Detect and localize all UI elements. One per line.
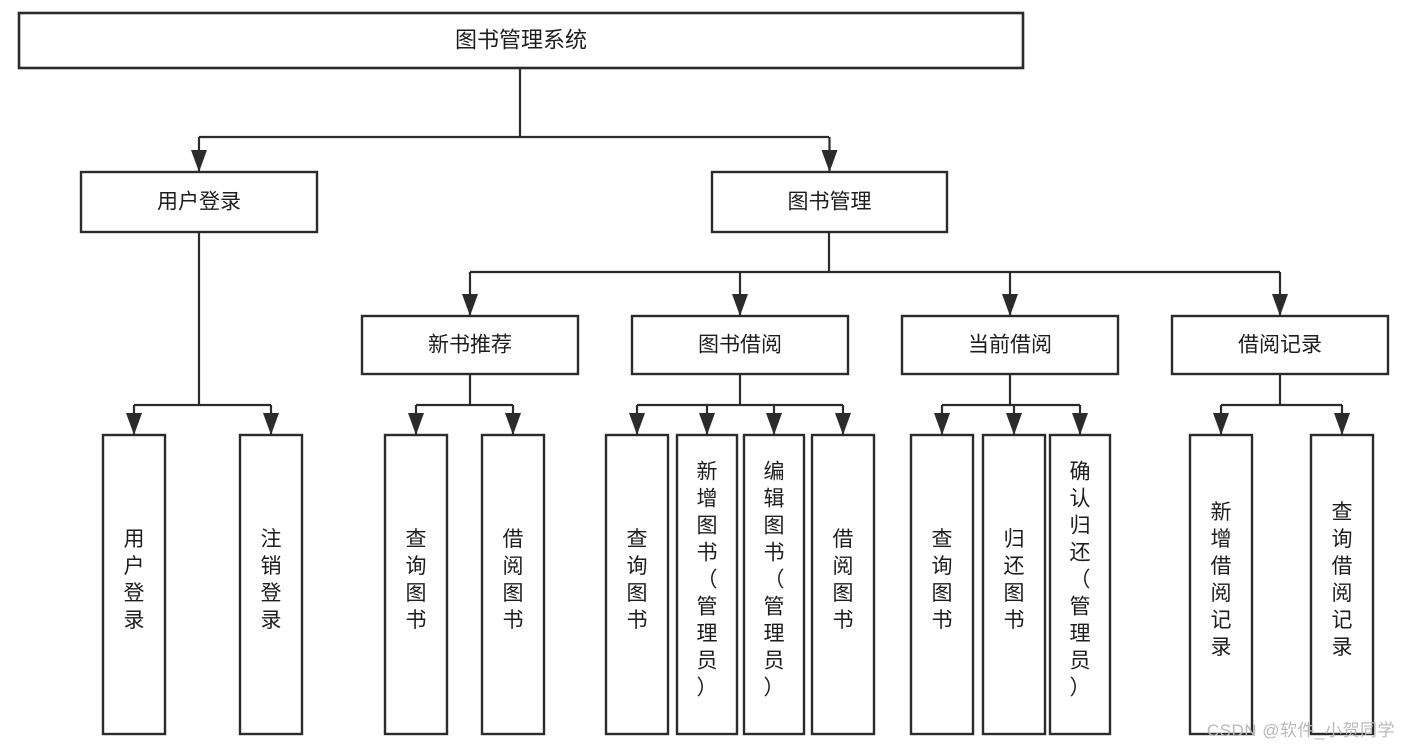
node-label-leaf-confirm-return: 确认归还（管理员） — [1070, 461, 1091, 700]
node-label-current-borrow: 当前借阅 — [968, 334, 1052, 357]
node-box-new-book-recommend — [360, 314, 580, 376]
arrow-head-icon-book-borrow — [732, 294, 748, 316]
node-label-leaf-add-book: 新增图书（管理员） — [697, 461, 718, 700]
node-label-leaf-borrow-book-1: 借阅图书 — [503, 528, 524, 632]
node-label-book-manage: 图书管理 — [788, 191, 872, 214]
node-current-borrow[interactable]: 当前借阅 — [900, 314, 1120, 376]
arrow-head-icon-leaf-edit-book — [766, 413, 782, 435]
arrow-head-icon-leaf-query-book-2 — [629, 413, 645, 435]
node-box-leaf-edit-book — [742, 433, 806, 736]
node-borrow-record[interactable]: 借阅记录 — [1170, 314, 1390, 376]
node-box-current-borrow — [900, 314, 1120, 376]
node-leaf-user-login[interactable]: 用户登录 — [101, 433, 167, 736]
arrow-head-icon-current-borrow — [1002, 294, 1018, 316]
node-leaf-logout[interactable]: 注销登录 — [238, 433, 304, 736]
watermark-text: CSDN @软件_小贺同学 — [1206, 721, 1395, 740]
node-root[interactable]: 图书管理系统 — [17, 11, 1025, 70]
arrow-head-icon-leaf-query-book-3 — [934, 413, 950, 435]
node-box-leaf-return-book — [981, 433, 1047, 736]
node-box-leaf-query-record — [1309, 433, 1375, 736]
node-label-leaf-return-book: 归还图书 — [1004, 528, 1025, 632]
node-book-borrow[interactable]: 图书借阅 — [630, 314, 850, 376]
node-leaf-query-book-2[interactable]: 查询图书 — [604, 433, 670, 736]
node-box-leaf-add-book — [675, 433, 739, 736]
arrow-head-icon-leaf-add-record — [1213, 413, 1229, 435]
node-box-leaf-borrow-book-2 — [810, 433, 876, 736]
arrow-head-icon-leaf-query-record — [1334, 413, 1350, 435]
node-user-login[interactable]: 用户登录 — [79, 170, 319, 234]
node-leaf-query-record[interactable]: 查询借阅记录 — [1309, 433, 1375, 736]
arrow-head-icon-borrow-record — [1272, 294, 1288, 316]
node-label-leaf-query-book-3: 查询图书 — [932, 528, 953, 632]
arrow-head-icon-leaf-add-book — [699, 413, 715, 435]
node-label-leaf-logout: 注销登录 — [261, 528, 282, 632]
node-leaf-edit-book[interactable]: 编辑图书（管理员） — [742, 433, 806, 736]
node-label-leaf-edit-book: 编辑图书（管理员） — [764, 461, 785, 700]
arrow-head-icon-leaf-query-book-1 — [408, 413, 424, 435]
node-book-manage[interactable]: 图书管理 — [710, 170, 949, 234]
node-leaf-add-book[interactable]: 新增图书（管理员） — [675, 433, 739, 736]
node-box-borrow-record — [1170, 314, 1390, 376]
node-label-leaf-add-record: 新增借阅记录 — [1211, 501, 1232, 659]
node-leaf-query-book-3[interactable]: 查询图书 — [909, 433, 975, 736]
node-leaf-borrow-book-1[interactable]: 借阅图书 — [480, 433, 546, 736]
node-layer: 图书管理系统用户登录图书管理新书推荐图书借阅当前借阅借阅记录用户登录注销登录查询… — [17, 11, 1390, 736]
node-label-leaf-user-login: 用户登录 — [124, 528, 145, 632]
node-box-leaf-query-book-2 — [604, 433, 670, 736]
arrow-head-icon-leaf-return-book — [1006, 413, 1022, 435]
node-box-leaf-logout — [238, 433, 304, 736]
arrow-head-icon-leaf-borrow-book-2 — [835, 413, 851, 435]
node-label-leaf-borrow-book-2: 借阅图书 — [833, 528, 854, 632]
node-label-root: 图书管理系统 — [455, 27, 587, 52]
node-leaf-query-book-1[interactable]: 查询图书 — [383, 433, 449, 736]
node-box-leaf-add-record — [1188, 433, 1254, 736]
node-label-user-login: 用户登录 — [157, 191, 241, 214]
arrow-head-icon-leaf-logout — [263, 413, 279, 435]
node-label-leaf-query-book-2: 查询图书 — [627, 528, 648, 632]
node-box-leaf-confirm-return — [1048, 433, 1112, 736]
node-box-root — [17, 11, 1025, 70]
node-label-book-borrow: 图书借阅 — [698, 334, 782, 357]
node-box-user-login — [79, 170, 319, 234]
arrow-head-icon-user-login — [191, 150, 207, 172]
arrow-head-icon-new-book-recommend — [462, 294, 478, 316]
arrow-head-icon-leaf-user-login — [126, 413, 142, 435]
node-new-book-recommend[interactable]: 新书推荐 — [360, 314, 580, 376]
node-label-borrow-record: 借阅记录 — [1238, 334, 1322, 357]
node-label-leaf-query-book-1: 查询图书 — [406, 528, 427, 632]
arrow-head-icon-book-manage — [821, 150, 838, 172]
node-box-leaf-user-login — [101, 433, 167, 736]
arrow-head-icon-leaf-confirm-return — [1072, 413, 1088, 435]
node-box-leaf-query-book-3 — [909, 433, 975, 736]
arrow-head-icon-leaf-borrow-book-1 — [505, 413, 521, 435]
node-box-leaf-borrow-book-1 — [480, 433, 546, 736]
node-label-leaf-query-record: 查询借阅记录 — [1332, 501, 1353, 659]
node-box-book-manage — [710, 170, 949, 234]
node-leaf-add-record[interactable]: 新增借阅记录 — [1188, 433, 1254, 736]
node-leaf-confirm-return[interactable]: 确认归还（管理员） — [1048, 433, 1112, 736]
node-box-leaf-query-book-1 — [383, 433, 449, 736]
node-leaf-borrow-book-2[interactable]: 借阅图书 — [810, 433, 876, 736]
node-label-new-book-recommend: 新书推荐 — [428, 334, 512, 357]
node-leaf-return-book[interactable]: 归还图书 — [981, 433, 1047, 736]
connector-layer — [126, 68, 1350, 435]
node-box-book-borrow — [630, 314, 850, 376]
